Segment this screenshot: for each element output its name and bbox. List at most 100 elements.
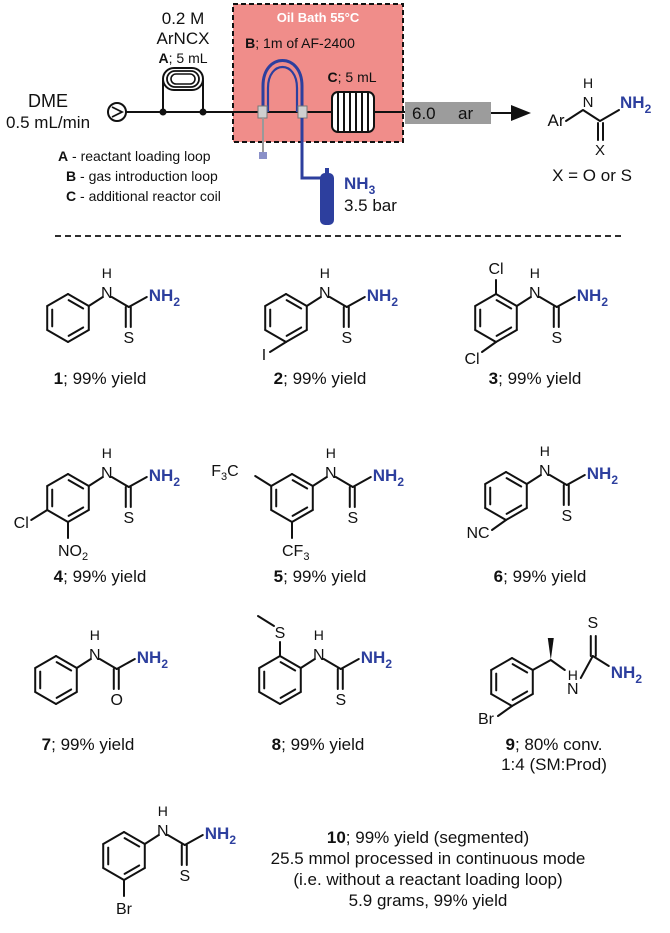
svg-text:N: N: [319, 285, 331, 302]
svg-text:CF3: CF3: [282, 543, 309, 563]
svg-text:N: N: [529, 285, 541, 302]
svg-text:H: H: [102, 445, 112, 461]
compound-7-label: 7; 99% yield: [42, 735, 135, 754]
svg-text:F3C: F3C: [211, 463, 238, 483]
svg-text:Br: Br: [116, 901, 133, 918]
compound-1-structure: HN S NH2: [46, 265, 181, 347]
svg-text:C - additional reactor coil: C - additional reactor coil: [66, 188, 221, 204]
compound-7-structure: HN O NH2: [34, 627, 169, 709]
compound-9-ratio: 1:4 (SM:Prod): [501, 755, 607, 774]
svg-text:N: N: [567, 681, 579, 698]
svg-text:S: S: [335, 692, 346, 709]
bpr-unit: ar: [458, 104, 473, 123]
svg-text:NO2: NO2: [58, 543, 88, 563]
solvent-label: DME: [28, 91, 68, 111]
svg-text:NH2: NH2: [373, 466, 405, 489]
svg-text:NH2: NH2: [611, 663, 643, 686]
svg-text:H: H: [583, 75, 593, 91]
nh3-cylinder-icon: [320, 168, 334, 225]
svg-text:S: S: [587, 615, 598, 632]
compound-8-label: 8; 99% yield: [272, 735, 365, 754]
flow-rate-label: 0.5 mL/min: [6, 113, 90, 132]
svg-text:S: S: [561, 508, 572, 525]
svg-text:Cl: Cl: [464, 351, 479, 368]
loop-a-icon: [159, 67, 207, 116]
svg-text:H: H: [540, 443, 550, 459]
svg-text:H: H: [102, 265, 112, 281]
compound-5-label: 5; 99% yield: [274, 567, 367, 586]
svg-text:X: X: [595, 142, 605, 159]
compound-10-label: 10; 99% yield (segmented): [327, 828, 529, 847]
flow-setup: Oil Bath 55°C DME 0.5 mL/min 0.2 M ArNCX…: [6, 3, 531, 225]
compound-6-label: 6; 99% yield: [494, 567, 587, 586]
svg-text:O: O: [111, 692, 123, 709]
svg-text:Br: Br: [478, 711, 495, 728]
compound-9-label: 9; 80% conv.: [505, 735, 602, 754]
svg-text:S: S: [341, 330, 352, 347]
pressure-label: 3.5 bar: [344, 196, 397, 215]
x-definition: X = O or S: [552, 166, 632, 185]
coil-c-label: C; 5 mL: [327, 69, 376, 85]
svg-text:S: S: [179, 868, 190, 885]
svg-text:H: H: [530, 265, 540, 281]
svg-text:N: N: [313, 647, 325, 664]
bpr-value: 6.0: [412, 104, 436, 123]
pump-icon: [107, 102, 127, 122]
general-product-structure: Ar H N NH2 X X = O or S: [548, 75, 652, 185]
svg-text:N: N: [583, 94, 594, 111]
compound-labels: 1; 99% yield 2; 99% yield 3; 99% yield 4…: [42, 369, 607, 910]
svg-text:Ar: Ar: [548, 111, 565, 130]
oil-bath-label: Oil Bath 55°C: [277, 10, 360, 25]
svg-text:S: S: [551, 330, 562, 347]
compound-2-label: 2; 99% yield: [274, 369, 367, 388]
svg-text:NH2: NH2: [367, 286, 399, 309]
svg-text:NH2: NH2: [137, 648, 169, 671]
svg-text:S: S: [347, 510, 358, 527]
compound-5-structure: HN S NH2 F3C CF3: [211, 445, 404, 563]
svg-text:S: S: [123, 330, 134, 347]
svg-text:NH2: NH2: [577, 286, 609, 309]
coil-c-icon: [331, 91, 375, 133]
svg-text:H: H: [568, 667, 578, 683]
loop-b-label: B; 1m of AF-2400: [245, 35, 355, 51]
svg-text:S: S: [123, 510, 134, 527]
svg-text:Cl: Cl: [488, 261, 503, 278]
compound-10-note-1: 25.5 mmol processed in continuous mode: [271, 849, 586, 868]
svg-text:N: N: [101, 285, 113, 302]
svg-text:NC: NC: [466, 525, 489, 542]
reagent-label: ArNCX: [157, 29, 210, 48]
svg-text:B - gas introduction loop: B - gas introduction loop: [66, 168, 218, 184]
loop-a-label: A; 5 mL: [158, 50, 207, 66]
svg-text:S: S: [275, 625, 286, 642]
svg-text:N: N: [325, 465, 337, 482]
concentration-label: 0.2 M: [162, 9, 205, 28]
svg-text:N: N: [539, 463, 551, 480]
nh3-label: NH3: [344, 174, 376, 197]
svg-text:N: N: [101, 465, 113, 482]
svg-text:NH2: NH2: [205, 824, 237, 847]
svg-text:NH2: NH2: [149, 286, 181, 309]
svg-text:Cl: Cl: [14, 515, 29, 532]
setup-legend: A - reactant loading loop B - gas introd…: [58, 148, 221, 204]
back-pressure-regulator: [405, 102, 491, 124]
svg-text:H: H: [314, 627, 324, 643]
compound-1-label: 1; 99% yield: [54, 369, 147, 388]
svg-text:N: N: [157, 823, 169, 840]
svg-text:NH2: NH2: [620, 93, 652, 116]
svg-text:A - reactant loading loop: A - reactant loading loop: [58, 148, 211, 164]
svg-text:I: I: [262, 347, 266, 364]
svg-text:NH2: NH2: [587, 464, 619, 487]
svg-text:H: H: [320, 265, 330, 281]
compound-4-label: 4; 99% yield: [54, 567, 147, 586]
compound-3-label: 3; 99% yield: [489, 369, 582, 388]
svg-text:NH2: NH2: [361, 648, 393, 671]
svg-text:H: H: [90, 627, 100, 643]
svg-text:N: N: [89, 647, 101, 664]
svg-text:H: H: [326, 445, 336, 461]
compound-10-note-2: (i.e. without a reactant loading loop): [293, 870, 562, 889]
